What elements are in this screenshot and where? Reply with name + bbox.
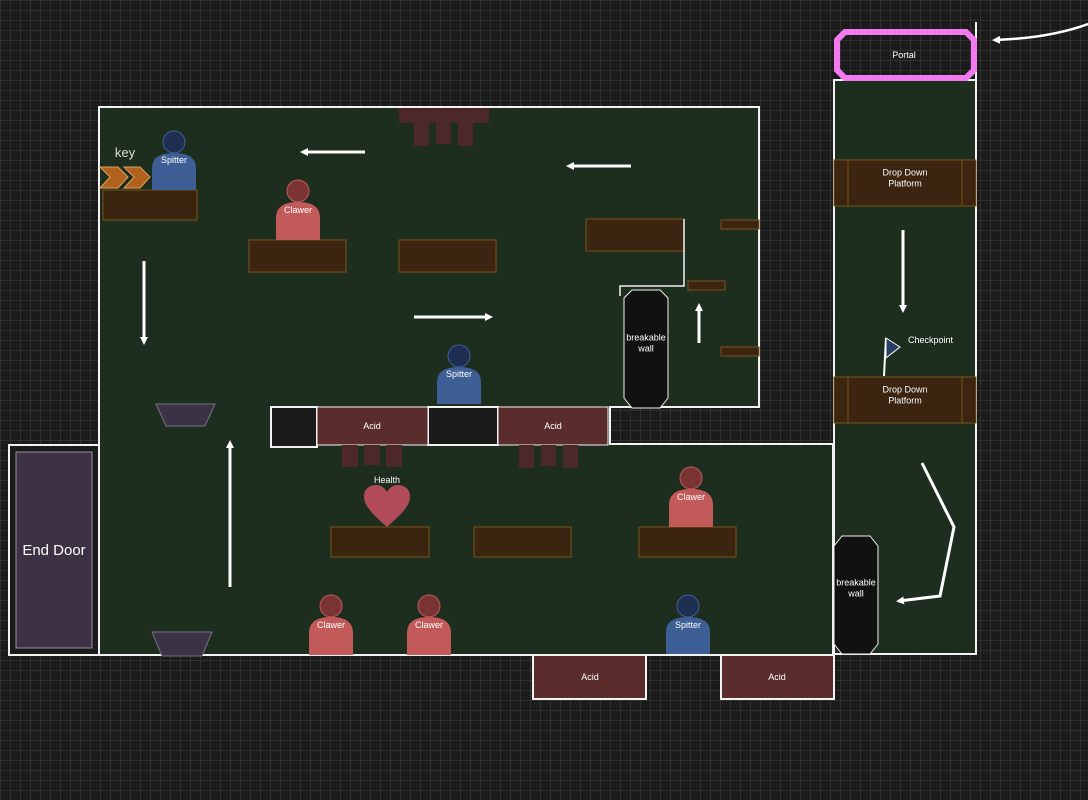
enemy-clawer-3: Clawer [309, 594, 353, 655]
end-door[interactable]: End Door [15, 451, 93, 649]
clawer-label: Clawer [415, 620, 443, 630]
clawer-label: Clawer [284, 205, 312, 215]
acid-pool-1: Acid [316, 406, 429, 446]
arrow-icon [896, 462, 956, 605]
platform [102, 189, 198, 221]
heart-icon [364, 485, 410, 527]
platform [638, 526, 737, 558]
enemy-spitter-3: Spitter [666, 594, 710, 654]
clawer-label: Clawer [677, 492, 705, 502]
platform [720, 219, 760, 230]
acid-pool-2: Acid [497, 406, 609, 446]
enemy-clawer-2: Clawer [669, 466, 713, 527]
hanging-spikes-2 [519, 445, 578, 468]
acid-pool-4: Acid [720, 654, 835, 700]
pit-notch-2 [427, 406, 499, 446]
checkpoint-label: Checkpoint [908, 335, 954, 345]
spitter-label: Spitter [675, 620, 701, 630]
health-label: Health [374, 475, 400, 485]
end-door-label: End Door [22, 542, 85, 559]
enemy-clawer-4: Clawer [407, 594, 451, 655]
platform [473, 526, 572, 558]
platform [330, 526, 430, 558]
ledge-line [619, 219, 685, 296]
enemy-icon [679, 466, 703, 490]
spitter-label: Spitter [446, 369, 472, 379]
enemy-icon [676, 594, 700, 618]
flag-icon [885, 337, 901, 360]
acid-label: Acid [363, 421, 381, 431]
key-label: key [115, 145, 136, 160]
path-arrows [140, 148, 956, 605]
enemy-spitter-1: Spitter [152, 130, 196, 190]
platform [687, 280, 726, 291]
key-item[interactable]: key [98, 145, 151, 189]
trapezoid-icon [155, 403, 216, 427]
pit-notch-1 [270, 406, 318, 448]
acid-pool-3: Acid [532, 654, 647, 700]
enemy-icon [447, 344, 471, 368]
entry-arrow-icon [992, 22, 1088, 44]
enemy-icon [319, 594, 343, 618]
platform [248, 239, 347, 273]
enemy-spitter-2: Spitter [437, 344, 481, 404]
enemy-icon [286, 179, 310, 203]
platform [585, 218, 685, 252]
enemy-icon [417, 594, 441, 618]
platform [398, 239, 497, 273]
checkpoint[interactable]: Checkpoint [883, 335, 954, 377]
acid-label: Acid [581, 672, 599, 682]
clawer-label: Clawer [317, 620, 345, 630]
health-pickup[interactable]: Health [364, 475, 410, 527]
rooms [8, 22, 977, 656]
portal-label: Portal [892, 50, 916, 60]
trapezoid-icon [151, 631, 213, 657]
ceiling-spikes-1 [399, 108, 489, 146]
enemy-icon [162, 130, 186, 154]
portal[interactable]: Portal [834, 29, 977, 81]
platform [720, 346, 760, 357]
enemy-clawer-1: Clawer [276, 179, 320, 240]
acid-label: Acid [768, 672, 786, 682]
spitter-label: Spitter [161, 155, 187, 165]
key-icon [98, 166, 129, 189]
acid-label: Acid [544, 421, 562, 431]
hanging-spikes-1 [342, 445, 402, 467]
platforms [102, 189, 760, 558]
